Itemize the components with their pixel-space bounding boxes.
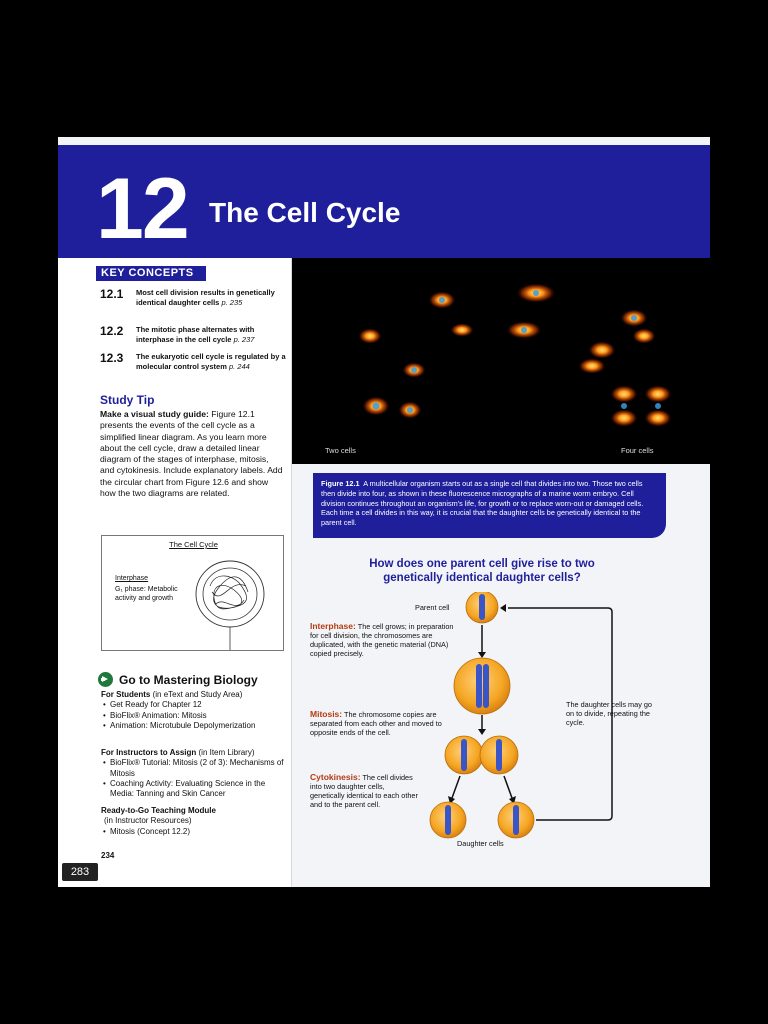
sketch-g1-label: G₁ phase: Metabolic activity and growth (115, 586, 178, 602)
textbook-page: 12 The Cell Cycle KEY CONCEPTS 12.1 Most… (58, 137, 710, 887)
cell-cycle-sketch: The Cell Cycle Interphase G₁ phase: Meta… (101, 535, 284, 651)
concept-page[interactable]: p. 237 (233, 335, 255, 344)
concept-number: 12.3 (100, 351, 124, 365)
chapter-number: 12 (96, 161, 190, 257)
study-tip-heading: Study Tip (100, 393, 155, 407)
page-number: 234 (101, 851, 115, 860)
concept-page[interactable]: p. 235 (221, 298, 243, 307)
concept-text: The mitotic phase alternates with interp… (136, 325, 255, 344)
list-item[interactable]: Animation: Microtubule Depolymerization (101, 721, 291, 731)
micrograph-image (358, 283, 672, 427)
two-cells-label: Two cells (325, 446, 356, 455)
daughter-cells-label: Daughter cells (457, 839, 504, 848)
study-tip-lead: Make a visual study guide: (100, 409, 209, 419)
mastering-biology-heading[interactable]: Go to Mastering Biology (98, 672, 258, 687)
module-heading: Ready-to-Go Teaching Module (101, 806, 216, 815)
list-item[interactable]: Get Ready for Chapter 12 (101, 700, 291, 710)
study-tip-body: Make a visual study guide: Figure 12.1 p… (100, 409, 284, 499)
figure-caption: Figure 12.1 A multicellular organism sta… (313, 473, 666, 538)
study-tip-text: Figure 12.1 presents the events of the c… (100, 409, 283, 499)
chapter-banner: 12 The Cell Cycle (58, 145, 710, 258)
instructors-heading: For Instructors to Assign (101, 748, 197, 757)
cycle-return-arrow (508, 607, 613, 821)
instructors-note: (in Item Library) (198, 748, 255, 757)
page-badge: 283 (62, 863, 98, 881)
cell-division-diagram (429, 592, 613, 839)
cytokinesis-description: Cytokinesis: The cell divides into two d… (310, 772, 420, 810)
list-item[interactable]: Mitosis (Concept 12.2) (101, 827, 291, 837)
dividing-cell-shape (444, 735, 519, 775)
students-resources: For Students (in eText and Study Area) G… (101, 690, 291, 731)
cytokinesis-text: The cell divides into two daughter cells… (310, 773, 418, 809)
daughter-cells-shape (429, 801, 535, 839)
parent-cell-shape (465, 592, 499, 624)
sketch-title: The Cell Cycle (169, 540, 218, 549)
fluorescence-micrograph: Two cells Four cells (292, 258, 710, 464)
arrow-right-icon (98, 672, 113, 687)
interphase-text: The cell grows; in preparation for cell … (310, 622, 454, 658)
question-heading: How does one parent cell give rise to tw… (369, 558, 595, 584)
students-note: (in eText and Study Area) (152, 690, 243, 699)
concept-text: Most cell division results in geneticall… (136, 288, 275, 307)
teaching-module-resources: Ready-to-Go Teaching Module (in Instruct… (101, 806, 291, 837)
sketch-interphase-label: Interphase (115, 575, 149, 582)
concept-number: 12.2 (100, 324, 124, 338)
students-heading: For Students (101, 690, 151, 699)
module-note: (in Instructor Resources) (104, 816, 192, 826)
sketch-cell-drawing (195, 560, 265, 650)
mastering-heading-text: Go to Mastering Biology (119, 672, 258, 687)
four-cells-label: Four cells (621, 446, 654, 455)
cytokinesis-keyword: Cytokinesis: (310, 772, 361, 782)
parent-cell-label: Parent cell (415, 603, 450, 612)
interphase-keyword: Interphase: (310, 621, 356, 631)
interphase-description: Interphase: The cell grows; in preparati… (310, 621, 460, 659)
mitosis-text: The chromosome copies are separated from… (310, 710, 442, 737)
top-black-bar (0, 0, 768, 137)
concept-number: 12.1 (100, 287, 124, 301)
chapter-title: The Cell Cycle (209, 197, 401, 228)
bottom-black-bar (0, 887, 768, 1024)
instructors-resources: For Instructors to Assign (in Item Libra… (101, 748, 291, 799)
figure-label: Figure 12.1 (321, 479, 360, 488)
cycle-note: The daughter cells may go on to divide, … (566, 700, 652, 727)
mitosis-keyword: Mitosis: (310, 709, 343, 719)
concept-text: The eukaryotic cell cycle is regulated b… (136, 352, 286, 371)
grown-cell-shape (453, 657, 511, 715)
key-concepts-label: KEY CONCEPTS (96, 266, 206, 281)
list-item[interactable]: BioFlix® Tutorial: Mitosis (2 of 3): Mec… (101, 758, 291, 779)
list-item[interactable]: BioFlix® Animation: Mitosis (101, 711, 291, 721)
concept-page[interactable]: p. 244 (228, 362, 250, 371)
list-item[interactable]: Coaching Activity: Evaluating Science in… (101, 779, 291, 800)
mitosis-description: Mitosis: The chromosome copies are separ… (310, 709, 460, 738)
figure-caption-text: A multicellular organism starts out as a… (321, 479, 644, 528)
